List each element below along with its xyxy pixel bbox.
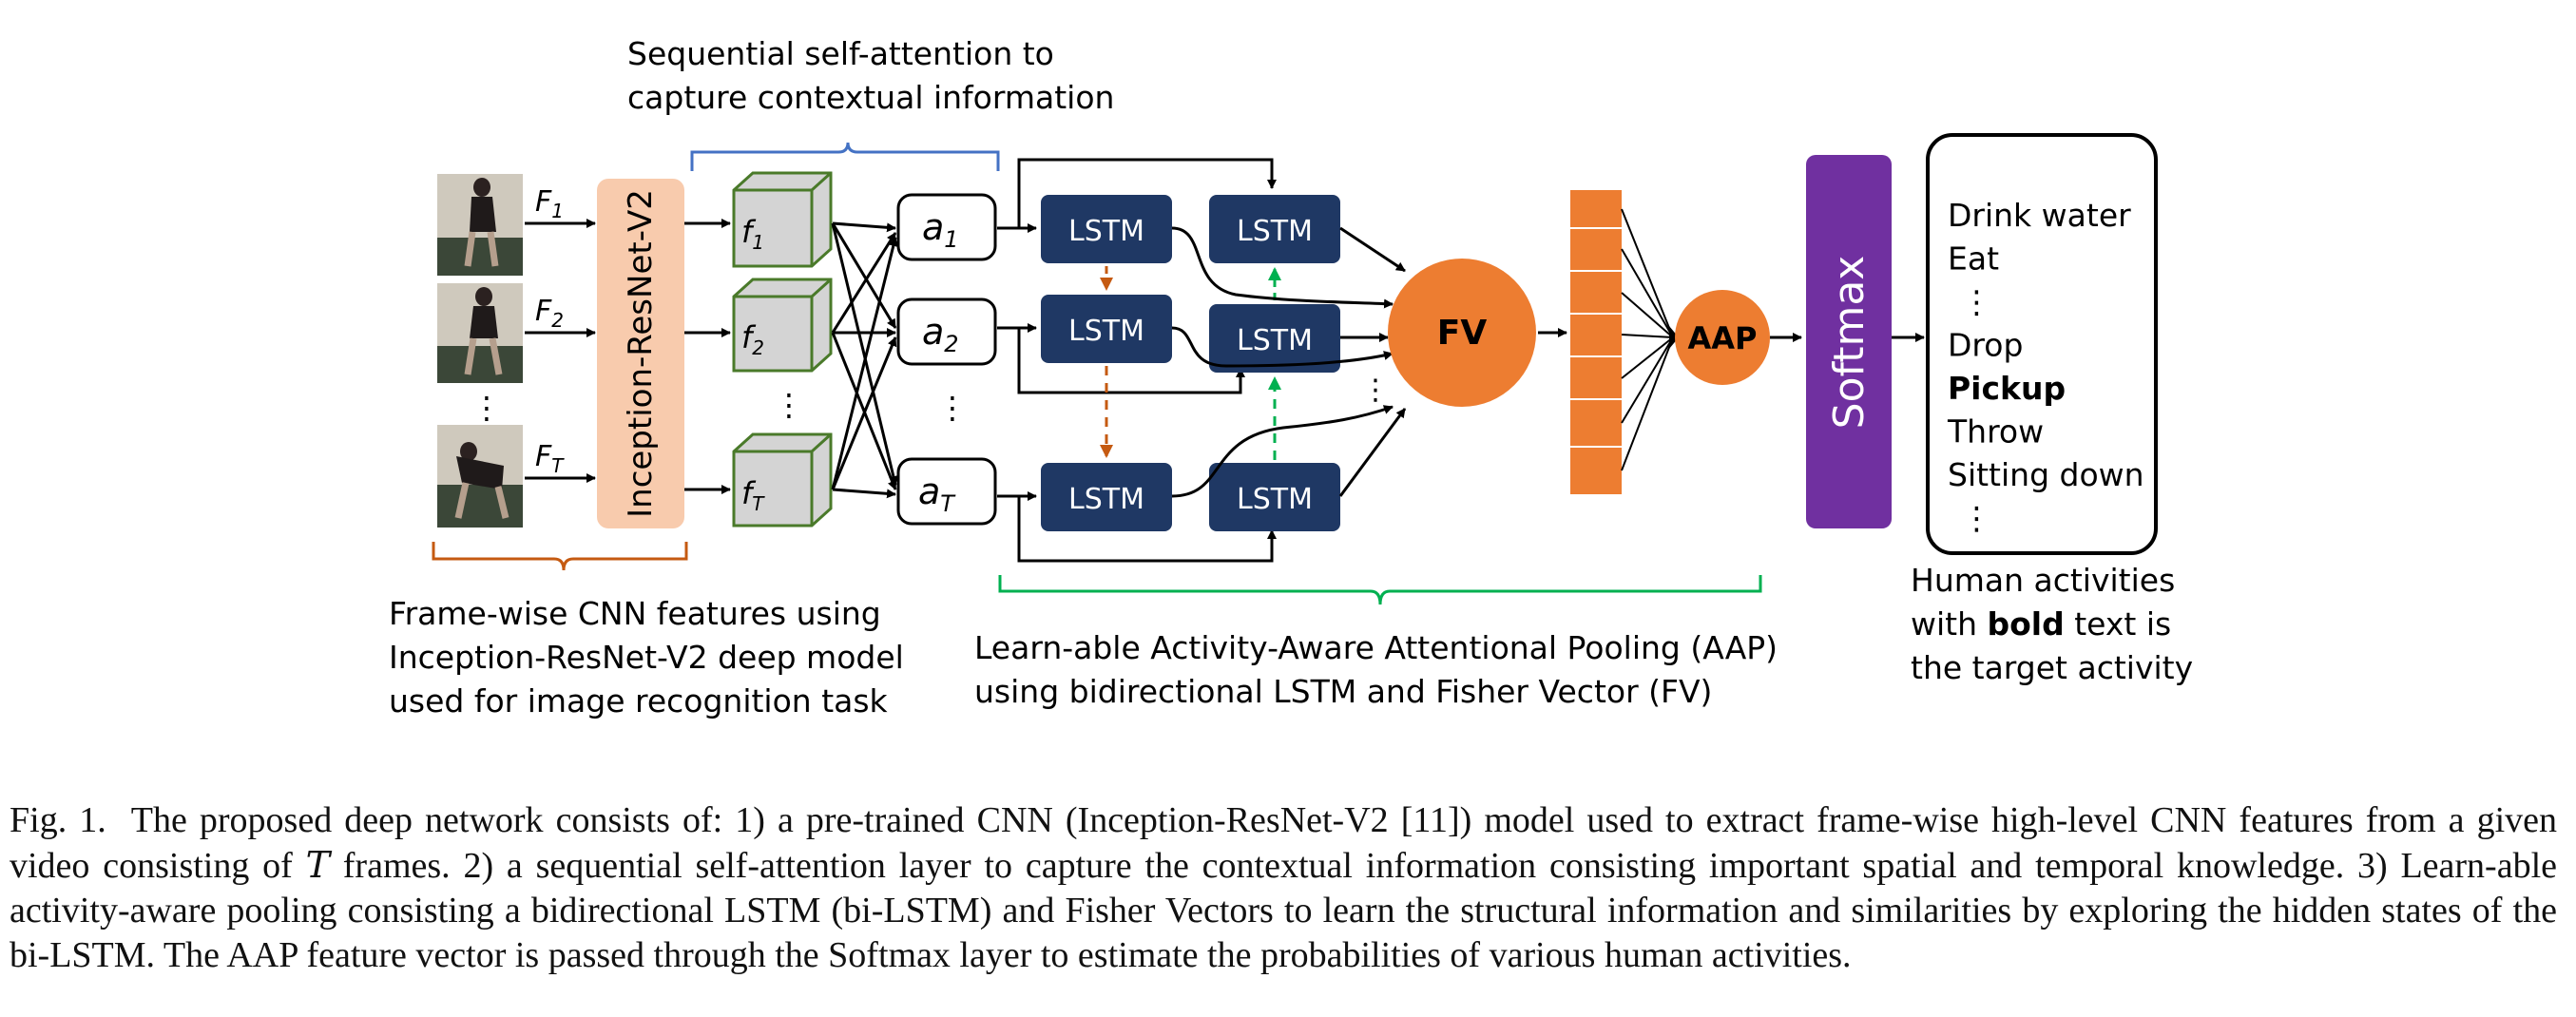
activity-item: Pickup [1948,370,2066,407]
svg-text:LSTM: LSTM [1068,215,1144,248]
attention-label-T: aT [918,470,956,517]
caption-T-variable: T [305,844,330,886]
activities-annotation-line2: with bold text is [1911,605,2171,643]
backward-lstm-1: LSTM [1209,195,1340,263]
softmax-label: Softmax [1825,256,1874,430]
cnn-label: Inception-ResNet-V2 [622,189,660,518]
backward-lstm-2: LSTM [1209,304,1340,373]
feature-cube-1: f1 [732,171,833,268]
green-brace [998,575,1762,605]
architecture-diagram: Sequential self-attention to capture con… [389,35,2193,720]
blue-brace [690,142,1000,171]
svg-text:LSTM: LSTM [1237,215,1313,248]
activity-item: Throw [1947,413,2044,451]
attention-label-2: a2 [922,311,959,357]
cnn-annotation-line3: used for image recognition task [389,682,889,720]
activity-item: Drink water [1948,197,2131,234]
activity-item: Drop [1948,327,2023,364]
figure-caption: Fig. 1.The proposed deep network consist… [10,798,2557,978]
activity-item: Eat [1948,240,1999,278]
frames-ellipsis: ⋮ [471,390,502,426]
top-annotation-line2: capture contextual information [627,79,1114,116]
aap-circle [1675,290,1770,385]
cnn-annotation-line1: Frame-wise CNN features using [389,595,881,632]
fv-circle [1388,259,1536,407]
activity-ellipsis: ⋮ [1961,500,1992,537]
activity-item: Sitting down [1948,456,2144,493]
aap-label: AAP [1688,320,1758,356]
video-frame-T [437,425,523,528]
attention-box-1 [896,193,997,261]
caption-text-part1: The proposed deep network consists of: 1… [10,800,2557,886]
fv-label: FV [1437,314,1488,353]
caption-fig-label: Fig. 1. [10,800,106,840]
video-frame-2 [437,283,523,383]
cnn-annotation-line2: Inception-ResNet-V2 deep model [389,639,904,676]
attention-box-T [896,457,997,526]
activities-annotation-line3: the target activity [1911,649,2193,686]
activity-ellipsis: ⋮ [1961,283,1992,320]
pooling-feature-bar [1570,190,1622,494]
orange-brace [432,542,688,571]
feature-cube-T: fT [732,432,833,528]
cnn-box [597,179,684,528]
attention-box-2 [896,297,997,366]
top-annotation-line1: Sequential self-attention to [627,35,1054,72]
svg-text:LSTM: LSTM [1237,483,1313,516]
activities-annotation-line1: Human activities [1911,562,2175,599]
caption-text-part2: frames. 2) a sequential self-attention l… [10,846,2557,975]
frame-feature-label-T: FT [535,440,565,477]
aap-annotation-line2: using bidirectional LSTM and Fisher Vect… [974,673,1712,710]
svg-text:LSTM: LSTM [1237,324,1313,357]
attention-label-1: a1 [922,206,959,253]
forward-lstm-T: LSTM [1041,463,1172,531]
lstm-ellipsis: ⋮ [1361,374,1390,407]
softmax-box [1806,155,1892,528]
forward-lstm-1: LSTM [1041,195,1172,263]
activities-box [1926,133,2158,555]
backward-lstm-T: LSTM [1209,463,1340,531]
svg-text:LSTM: LSTM [1068,315,1144,348]
video-frame-1 [437,174,523,276]
frame-feature-label-1: F1 [535,185,564,222]
frame-feature-label-2: F2 [535,295,564,332]
svg-text:LSTM: LSTM [1068,483,1144,516]
features-ellipsis: ⋮ [774,387,804,423]
attention-ellipsis: ⋮ [937,390,968,426]
feature-cube-2: f2 [732,278,833,373]
forward-lstm-2: LSTM [1041,295,1172,363]
aap-annotation-line1: Learn-able Activity-Aware Attentional Po… [974,629,1778,666]
